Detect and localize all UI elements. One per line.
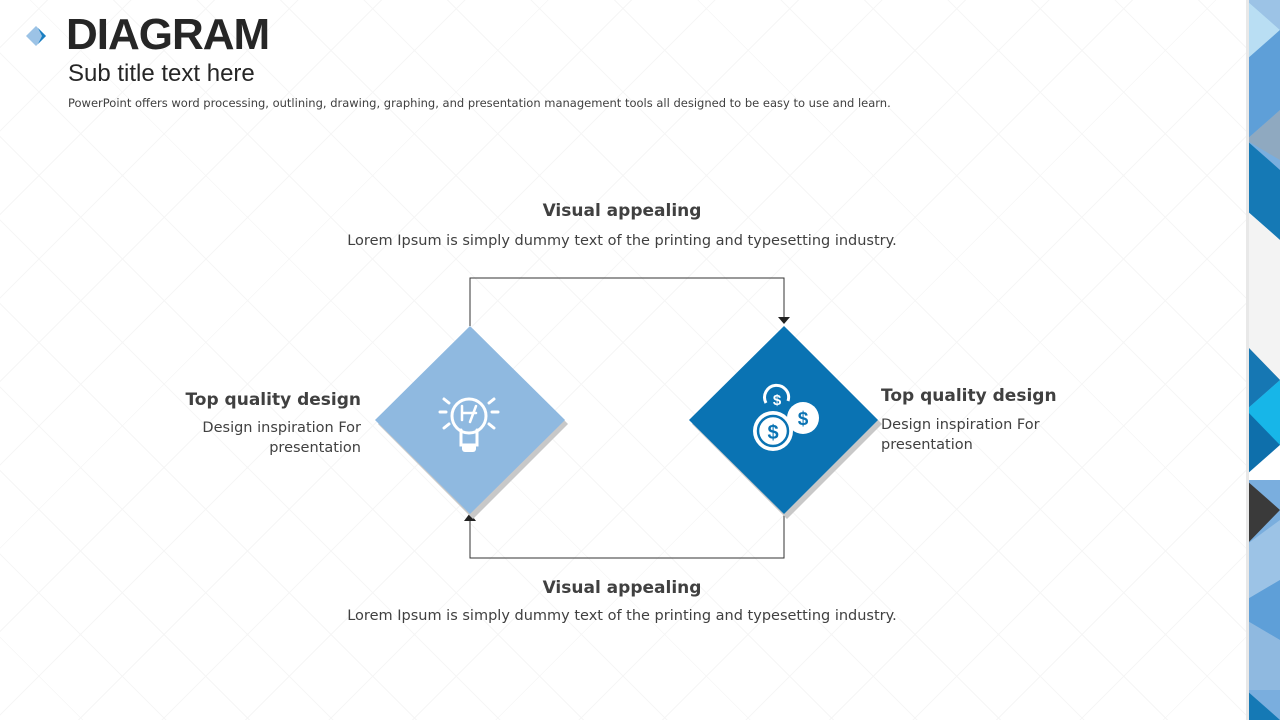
page-subtitle: Sub title text here (68, 60, 255, 87)
svg-text:$: $ (767, 422, 778, 444)
bottom-heading: Visual appealing (542, 578, 702, 598)
top-text: Lorem Ipsum is simply dummy text of the … (347, 233, 897, 249)
page-description: PowerPoint offers word processing, outli… (68, 96, 891, 110)
flow-diagram: $ $ $ (375, 277, 882, 559)
svg-text:$: $ (773, 392, 782, 409)
connector-top (469, 277, 785, 326)
right-text-2: presentation (881, 437, 973, 453)
left-text-1: Design inspiration For (202, 420, 361, 436)
left-heading: Top quality design (185, 390, 361, 410)
right-heading: Top quality design (881, 386, 1057, 406)
svg-text:$: $ (798, 409, 809, 430)
decorative-side-strip (1246, 0, 1280, 720)
logo-diamond-icon (26, 26, 46, 46)
bottom-text: Lorem Ipsum is simply dummy text of the … (347, 608, 897, 624)
connector-bottom (469, 514, 785, 559)
coins-icon: $ $ $ (753, 383, 819, 451)
right-text-1: Design inspiration For (881, 417, 1040, 433)
background-pattern (0, 0, 1246, 720)
page-title: DIAGRAM (66, 10, 270, 59)
arrow-down-icon (778, 317, 790, 324)
left-text-2: presentation (269, 440, 361, 456)
top-heading: Visual appealing (542, 201, 702, 221)
